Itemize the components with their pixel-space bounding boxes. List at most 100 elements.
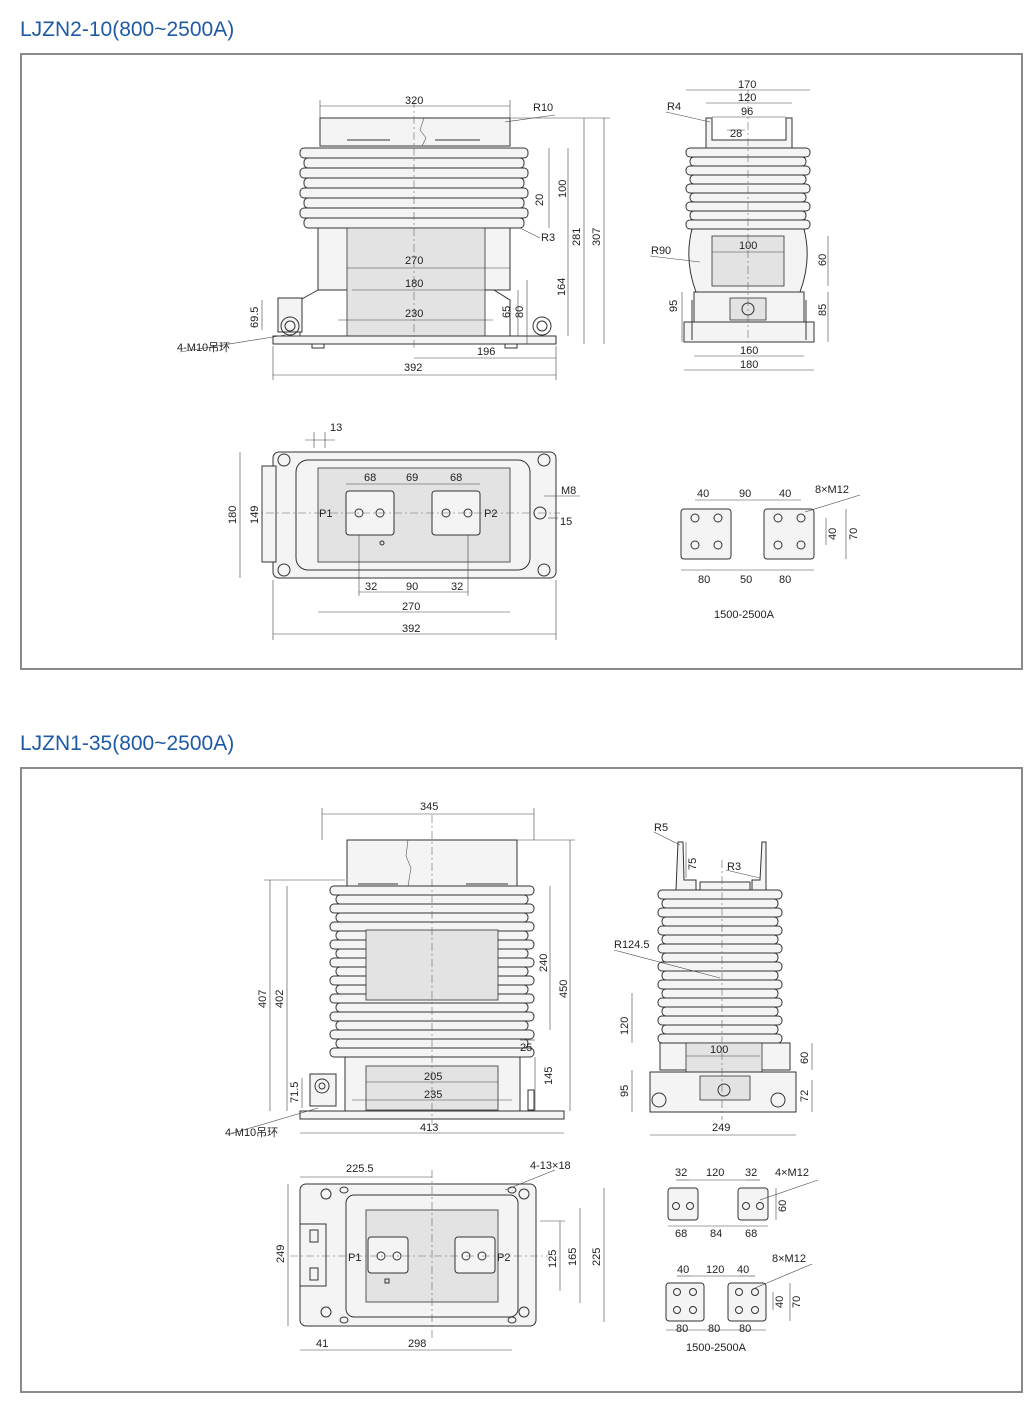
- top-dim-32-right: 32: [451, 581, 463, 593]
- dim-80: 80: [514, 306, 526, 318]
- top-dim-270: 270: [402, 601, 420, 613]
- top-dim-225: 225: [591, 1248, 603, 1266]
- detail-b-caption: 1500-2500A: [686, 1342, 747, 1354]
- base-plate: [272, 335, 557, 345]
- dim-164: 164: [556, 278, 568, 296]
- dim-307: 307: [591, 228, 603, 246]
- side-dim-28: 28: [730, 128, 742, 140]
- dim-413: 413: [420, 1122, 438, 1134]
- core-window: [346, 227, 486, 337]
- top-dim-4-13x18: 4-13×18: [530, 1160, 571, 1172]
- terminal-p2: [431, 490, 481, 536]
- side-dim-180: 180: [740, 359, 758, 371]
- top-dim-165: 165: [567, 1248, 579, 1266]
- detail-a-dim-32-left: 32: [675, 1167, 687, 1179]
- detail-b-dim-70: 70: [791, 1296, 803, 1308]
- side-dim-72: 72: [799, 1090, 811, 1102]
- dim-450: 450: [558, 980, 570, 998]
- side-dim-95: 95: [619, 1085, 631, 1097]
- side-dim-249: 249: [712, 1122, 730, 1134]
- side-dim-100: 100: [710, 1044, 728, 1056]
- top-label-p1: P1: [348, 1252, 361, 1264]
- top-dim-125: 125: [547, 1250, 559, 1268]
- side-dim-120: 120: [619, 1017, 631, 1035]
- dim-100: 100: [557, 180, 569, 198]
- detail-b-dim-40-vert: 40: [774, 1296, 786, 1308]
- dim-230: 230: [405, 308, 423, 320]
- dim-r10: R10: [533, 102, 553, 114]
- detail-b-dim-8xm12: 8×M12: [772, 1253, 806, 1265]
- ljzn1-front-view: 345 407 402 240 450 25 145 205 235 71.5 …: [225, 801, 575, 1139]
- detail-a-dim-120: 120: [706, 1167, 724, 1179]
- top-dim-41: 41: [316, 1338, 328, 1350]
- dim-281: 281: [571, 228, 583, 246]
- side-dim-60: 60: [799, 1052, 811, 1064]
- dim-270: 270: [405, 255, 423, 267]
- section-title-ljzn1-35: LJZN1-35(800~2500A): [20, 732, 235, 755]
- top-dim-392: 392: [402, 623, 420, 635]
- dim-240: 240: [538, 954, 550, 972]
- top-dim-68-left: 68: [364, 472, 376, 484]
- top-dim-249: 249: [275, 1245, 287, 1263]
- top-dim-90: 90: [406, 581, 418, 593]
- dim-20: 20: [534, 194, 546, 206]
- top-dim-225-5: 225.5: [346, 1163, 374, 1175]
- ljzn1-top-view: 225.5 4-13×18 249 P1 P2 125 165 225 41 2…: [275, 1160, 605, 1351]
- side-dim-170: 170: [738, 79, 756, 91]
- section-title-ljzn2-10: LJZN2-10(800~2500A): [20, 18, 235, 41]
- dim-145: 145: [543, 1067, 555, 1085]
- detail-b-dim-80-right: 80: [739, 1323, 751, 1335]
- lifting-ring-label: 4-M10吊环: [177, 341, 230, 354]
- detail-b-dim-40-right: 40: [737, 1264, 749, 1276]
- terminal-p2: [454, 1236, 496, 1274]
- detail-caption: 1500-2500A: [714, 609, 775, 621]
- detail-dim-80-right: 80: [779, 574, 791, 586]
- side-dim-85: 85: [817, 304, 829, 316]
- top-dim-69: 69: [406, 472, 418, 484]
- dim-71-5: 71.5: [289, 1082, 301, 1103]
- dim-180: 180: [405, 278, 423, 290]
- side-dim-r3: R3: [727, 861, 741, 873]
- top-dim-13: 13: [330, 422, 342, 434]
- top-dim-180: 180: [227, 506, 239, 524]
- side-dim-96: 96: [741, 106, 753, 118]
- detail-b-dim-120: 120: [706, 1264, 724, 1276]
- side-dim-100: 100: [739, 240, 757, 252]
- top-dim-149: 149: [249, 506, 261, 524]
- detail-dim-8xm12: 8×M12: [815, 484, 849, 496]
- ljzn1-terminal-detail-a: 32 120 32 4×M12 60 68 84 68: [667, 1167, 819, 1240]
- top-label-p2: P2: [484, 508, 497, 520]
- top-dim-m8: M8: [561, 485, 576, 497]
- detail-dim-40-vert: 40: [827, 528, 839, 540]
- dim-402: 402: [274, 990, 286, 1008]
- side-dim-r90: R90: [651, 245, 671, 257]
- detail-dim-80-left: 80: [698, 574, 710, 586]
- detail-a-dim-60: 60: [777, 1200, 789, 1212]
- dim-392: 392: [404, 362, 422, 374]
- ljzn2-terminal-detail: 40 90 40 8×M12 40 70 80 50 80 1500-2500A: [680, 484, 861, 621]
- terminal-p1: [367, 1236, 409, 1274]
- detail-dim-40-right: 40: [779, 488, 791, 500]
- detail-dim-90: 90: [739, 488, 751, 500]
- detail-dim-40-left: 40: [697, 488, 709, 500]
- dim-345: 345: [420, 801, 438, 813]
- lifting-ring-label: 4-M10吊环: [225, 1126, 278, 1139]
- side-dim-75: 75: [687, 858, 699, 870]
- detail-dim-70: 70: [848, 528, 860, 540]
- side-dim-60: 60: [817, 254, 829, 266]
- top-dim-15: 15: [560, 516, 572, 528]
- dim-407: 407: [257, 990, 269, 1008]
- top-cover: [319, 117, 511, 147]
- top-dim-68-right: 68: [450, 472, 462, 484]
- dim-69-5: 69.5: [249, 307, 261, 328]
- side-dim-r124-5: R124.5: [614, 939, 649, 951]
- detail-a-dim-68-right: 68: [745, 1228, 757, 1240]
- detail-b-dim-80-mid: 80: [708, 1323, 720, 1335]
- side-dim-r5: R5: [654, 822, 668, 834]
- lifting-eye-left: [277, 297, 303, 333]
- ljzn2-side-view: 170 120 96 28 R4 R90 100 60 95 85 160 18…: [649, 79, 829, 371]
- dim-r3: R3: [541, 232, 555, 244]
- ljzn1-side-view: R5 75 R3 R124.5 120 100 60 95 72 249: [613, 822, 813, 1136]
- side-dim-r4: R4: [667, 101, 681, 113]
